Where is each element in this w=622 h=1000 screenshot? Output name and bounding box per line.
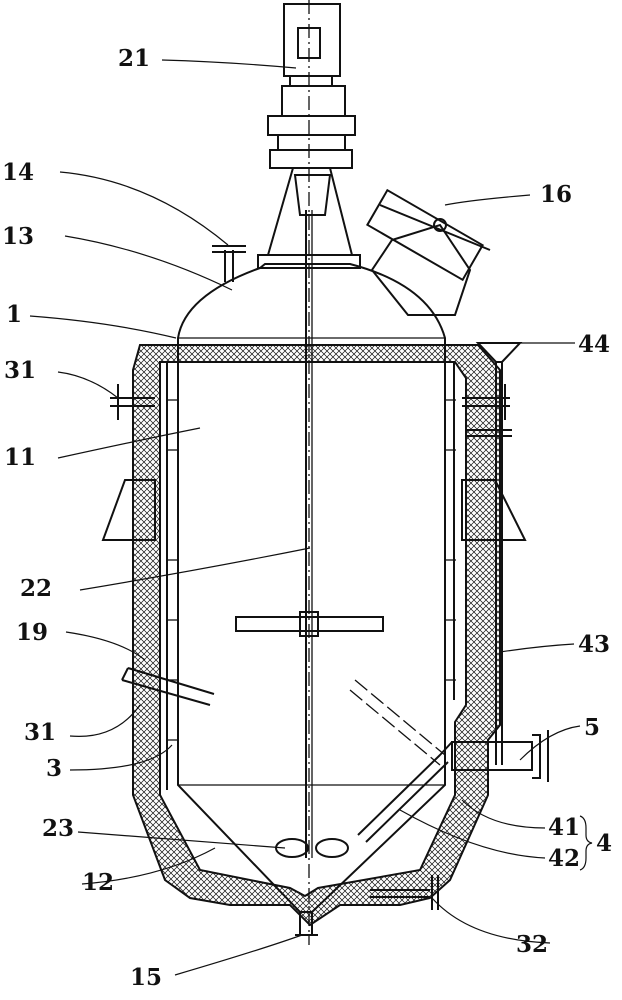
label-21: 21: [118, 45, 150, 72]
label-31-lower: 31: [24, 719, 56, 746]
label-31-upper: 31: [4, 357, 36, 384]
label-1: 1: [6, 301, 22, 328]
label-41: 41: [548, 814, 580, 841]
label-13: 13: [2, 223, 34, 250]
label-12: 12: [82, 869, 114, 896]
label-14: 14: [2, 159, 34, 186]
label-16: 16: [540, 181, 572, 208]
label-44: 44: [578, 331, 610, 358]
motor: [284, 4, 340, 76]
dip-tube: [350, 680, 445, 765]
manhole-cover: [367, 190, 490, 315]
label-23: 23: [42, 815, 74, 842]
label-22: 22: [20, 575, 52, 602]
label-4: 4: [596, 830, 612, 857]
bottom-impeller-right: [316, 839, 348, 857]
label-3: 3: [46, 755, 62, 782]
label-19: 19: [16, 619, 48, 646]
label-15: 15: [130, 964, 162, 991]
brace-4: [580, 816, 592, 870]
label-11: 11: [4, 444, 36, 471]
label-5: 5: [584, 714, 600, 741]
label-42: 42: [548, 845, 580, 872]
label-43: 43: [578, 631, 610, 658]
gearbox: [268, 76, 355, 168]
label-32: 32: [516, 931, 548, 958]
